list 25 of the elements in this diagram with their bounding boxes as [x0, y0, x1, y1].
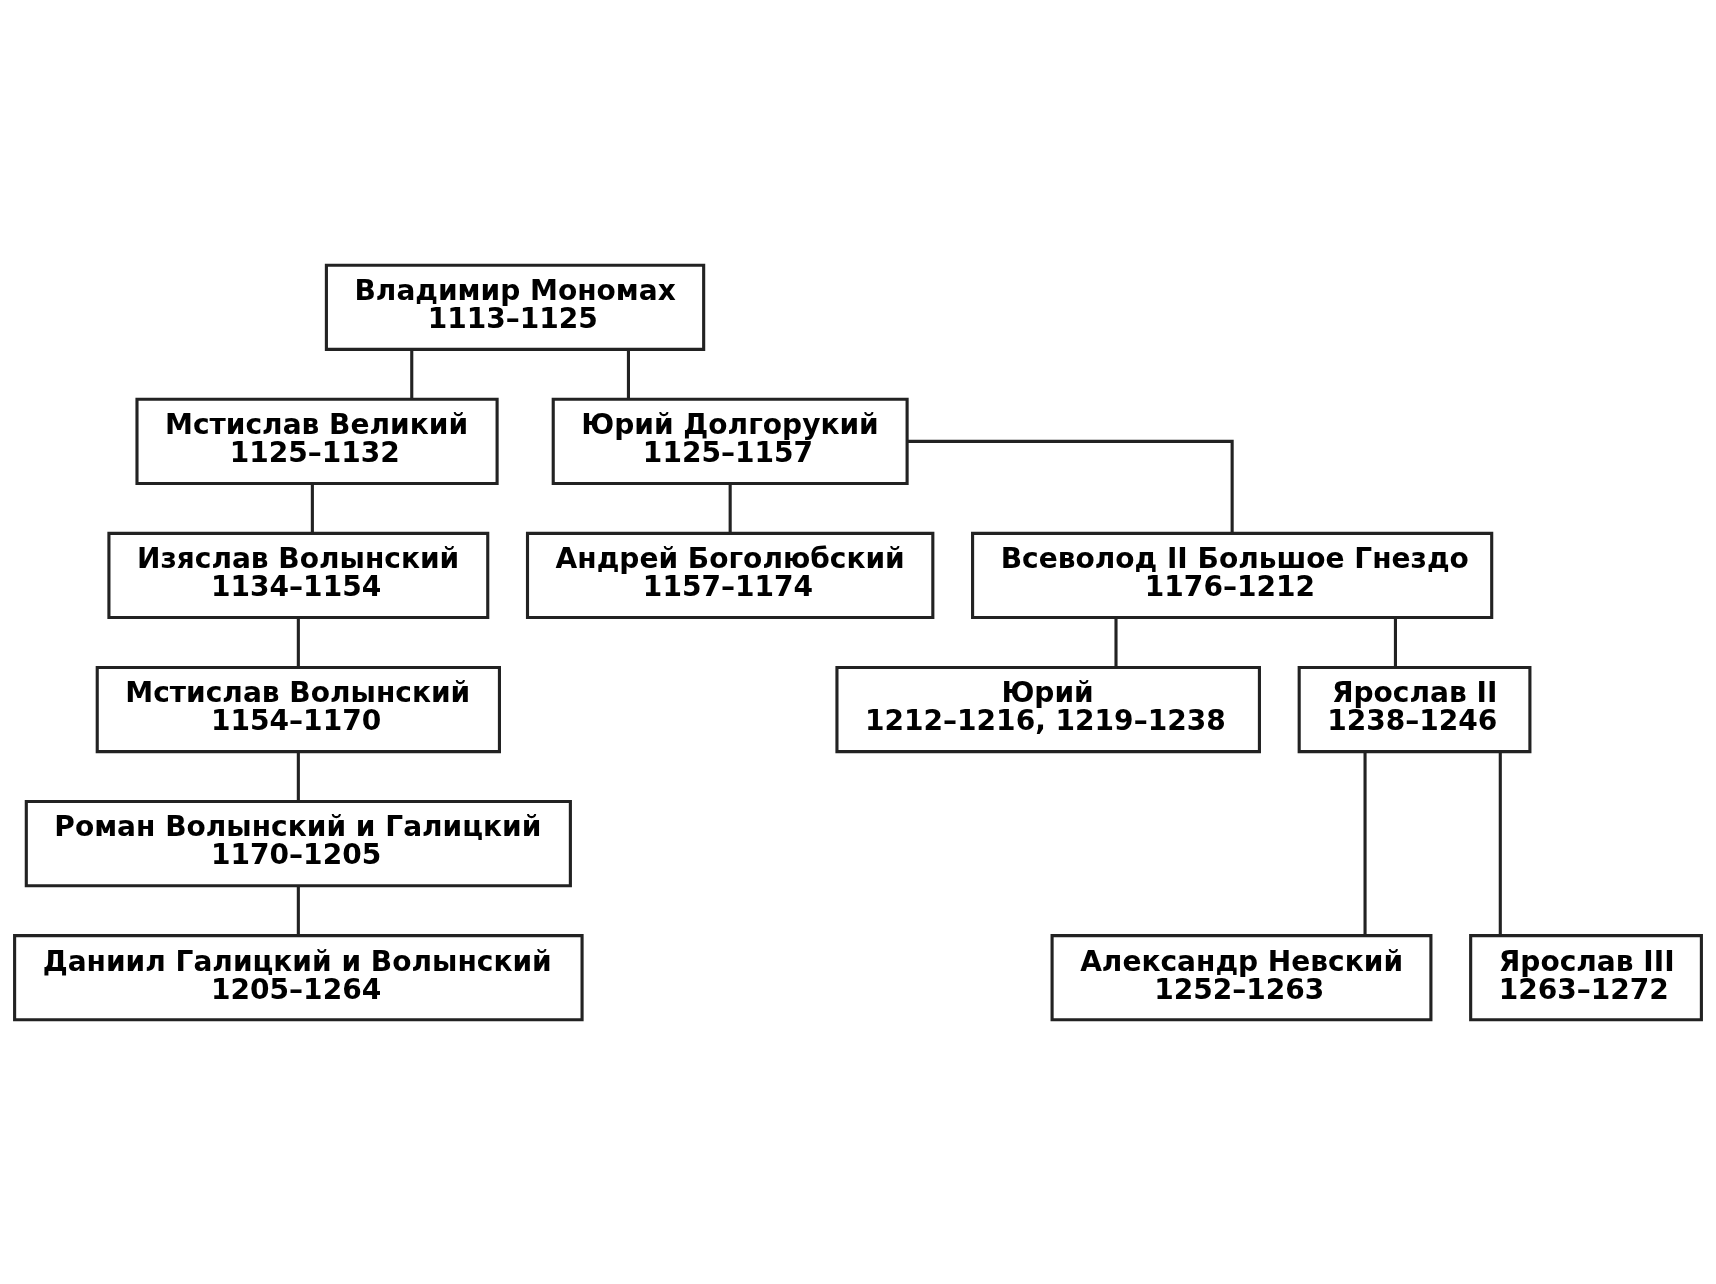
node-box: Владимир Мономах 1113–1125 [324, 263, 706, 351]
node-box: Андрей Боголюбский 1157–1174 [525, 531, 935, 619]
connector [907, 439, 1234, 533]
connector [1363, 751, 1367, 935]
node-box: Ярослав III 1263–1272 [1469, 933, 1703, 1021]
connector [310, 483, 314, 533]
connector [1498, 751, 1502, 935]
node-box: Юрий 1212–1216, 1219–1238 [835, 665, 1261, 753]
node-box: Мстислав Великий 1125–1132 [135, 397, 499, 485]
node-box: Юрий Долгорукий 1125–1157 [551, 397, 909, 485]
connector [728, 483, 732, 533]
node-box: Роман Волынский и Галицкий 1170–1205 [24, 799, 572, 887]
connector [296, 885, 300, 936]
connector [296, 751, 300, 801]
connector [1393, 617, 1397, 667]
connector [296, 617, 300, 667]
connector [410, 349, 414, 399]
node-box: Всеволод II Большое Гнездо 1176–1212 [971, 531, 1494, 619]
node-box: Ярослав II 1238–1246 [1297, 665, 1532, 753]
connector [1114, 617, 1118, 667]
node-box: Даниил Галицкий и Волынский 1205–1264 [13, 933, 584, 1021]
node-box: Александр Невский 1252–1263 [1050, 933, 1433, 1021]
node-box: Мстислав Волынский 1154–1170 [95, 665, 501, 753]
node-box: Изяслав Волынский 1134–1154 [107, 531, 490, 619]
connector [626, 349, 630, 399]
